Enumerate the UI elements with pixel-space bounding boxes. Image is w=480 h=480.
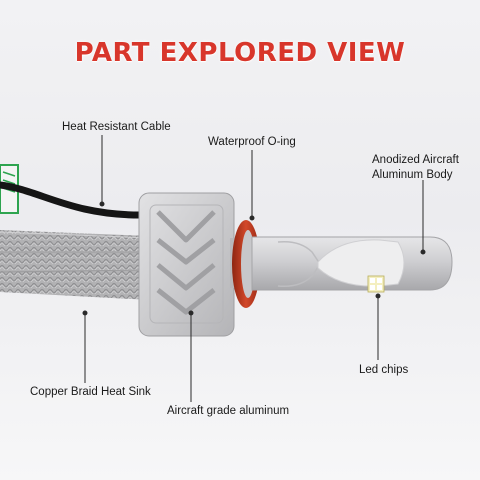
heat-resistant-cable xyxy=(0,181,144,219)
copper-braid-heat-sink xyxy=(0,230,151,300)
label-body-line2: Aluminum Body xyxy=(372,169,453,181)
label-copper-braid-heat-sink: Copper Braid Heat Sink xyxy=(30,386,151,398)
anodized-aluminum-body xyxy=(251,236,453,291)
page-title: PART EXPLORED VIEW xyxy=(74,38,406,68)
led-chips xyxy=(367,275,385,293)
label-body-line1: Anodized Aircraft xyxy=(372,154,459,166)
label-anodized-aluminum-body: Anodized Aircraft Aluminum Body xyxy=(372,153,459,183)
label-led-chips: Led chips xyxy=(359,364,409,376)
label-aircraft-grade-aluminum: Aircraft grade aluminum xyxy=(167,405,290,417)
label-heat-resistant-cable: Heat Resistant Cable xyxy=(62,121,171,133)
callout-lines xyxy=(82,135,426,402)
label-waterproof-o-ring: Waterproof O-ing xyxy=(208,136,296,148)
